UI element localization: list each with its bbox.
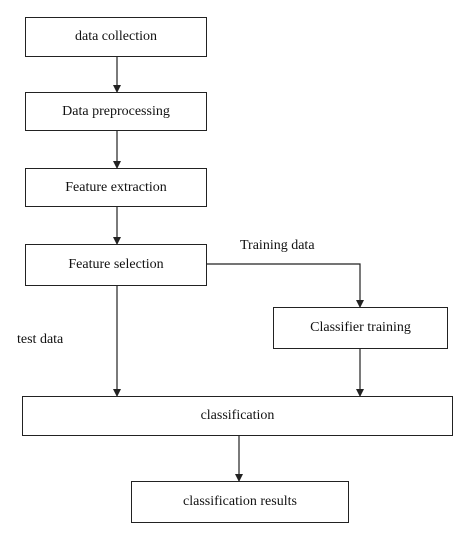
node-feature-extraction: Feature extraction (25, 168, 207, 207)
arrow-selection-to-training (206, 263, 364, 308)
node-feature-selection: Feature selection (25, 244, 207, 286)
node-classification-results: classification results (131, 481, 349, 523)
edge-label-training-data: Training data (240, 238, 315, 253)
node-classification: classification (22, 396, 453, 436)
node-data-preprocessing: Data preprocessing (25, 92, 207, 131)
node-data-collection: data collection (25, 17, 207, 57)
edge-label-test-data: test data (17, 332, 64, 347)
node-classifier-training: Classifier training (273, 307, 448, 349)
